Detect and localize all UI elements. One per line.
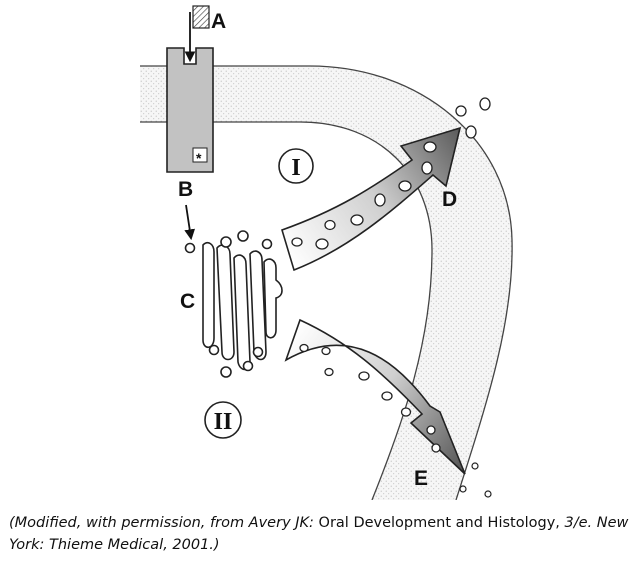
ligand-a xyxy=(192,5,210,29)
caption-part-2: Oral Development and Histology, xyxy=(318,515,560,531)
released-vesicles-e xyxy=(459,462,492,498)
label-a: A xyxy=(211,10,226,33)
label-d: D xyxy=(442,188,457,211)
star-box xyxy=(192,147,208,163)
label-b: B xyxy=(178,178,193,201)
pathway-1-arrow xyxy=(281,126,462,272)
released-vesicles-d xyxy=(455,97,491,139)
pathway-2-label: II xyxy=(214,409,233,435)
pathway-2-arrow xyxy=(284,318,466,475)
pathway-2-vesicles xyxy=(299,343,441,453)
membrane-outer-edge xyxy=(140,65,513,500)
membrane-inner-edge xyxy=(140,121,433,500)
pathway-1-label: I xyxy=(291,155,300,181)
receptor-block xyxy=(166,47,214,173)
pathway-1-vesicles xyxy=(291,141,437,250)
label-e: E xyxy=(414,467,428,490)
cell-secretion-diagram: * A B C D xyxy=(140,5,513,500)
figure-caption: (Modified, with permission, from Avery J… xyxy=(9,512,629,556)
pathway-2-marker: II xyxy=(204,401,242,439)
label-c: C xyxy=(180,290,195,313)
arrow-b-down xyxy=(184,204,196,241)
caption-part-1: (Modified, with permission, from Avery J… xyxy=(9,515,319,531)
caption-part-3: 3/e. New York: Thieme Medical, 2001.) xyxy=(9,515,629,553)
golgi-apparatus xyxy=(184,230,283,378)
star-symbol: * xyxy=(196,150,202,166)
pathway-1-marker: I xyxy=(278,148,314,184)
